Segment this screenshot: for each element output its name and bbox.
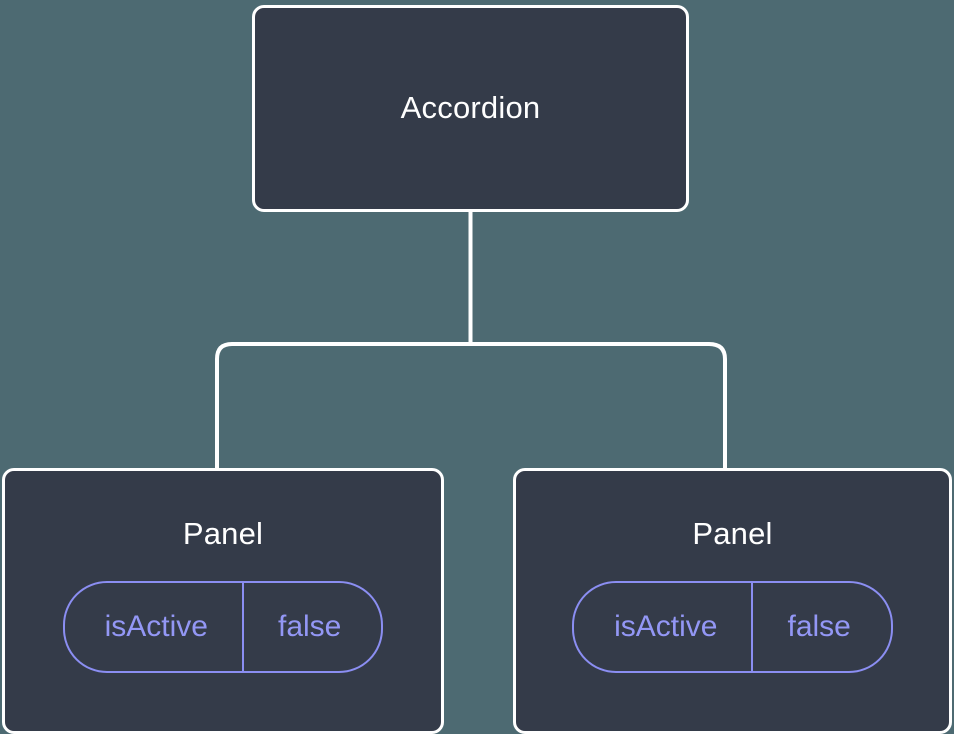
- node-label-panel-2: Panel: [692, 516, 773, 551]
- prop-pill-isactive-1[interactable]: isActive false: [62, 581, 384, 674]
- connector-branch-bar: [215, 342, 727, 470]
- prop-value-isactive-2: false: [751, 583, 890, 672]
- prop-key-isactive-1: isActive: [104, 610, 208, 644]
- node-label-accordion: Accordion: [400, 90, 541, 126]
- tree-node-panel-1[interactable]: Panel isActive false: [2, 468, 444, 734]
- tree-node-accordion[interactable]: Accordion: [252, 5, 689, 212]
- prop-pill-isactive-2[interactable]: isActive false: [572, 581, 893, 674]
- tree-node-panel-2[interactable]: Panel isActive false: [513, 468, 952, 734]
- prop-key-isactive-2: isActive: [614, 610, 718, 644]
- node-label-panel-1: Panel: [182, 516, 264, 551]
- prop-value-isactive-1: false: [241, 583, 381, 672]
